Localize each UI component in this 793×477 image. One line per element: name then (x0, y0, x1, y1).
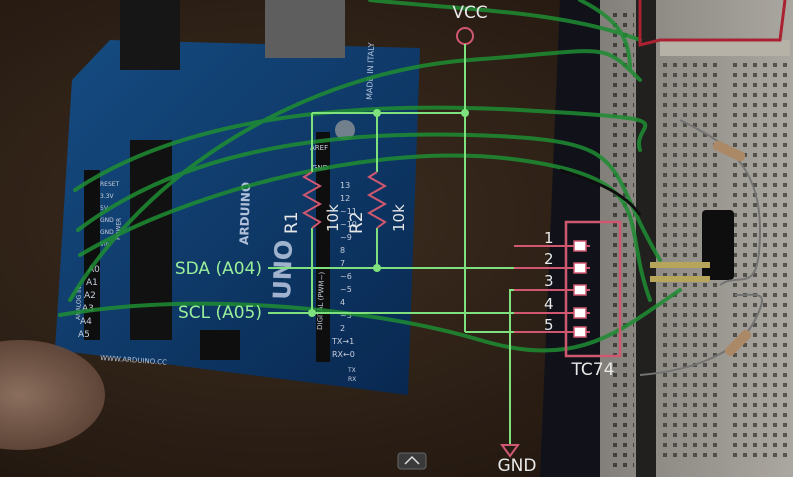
r1-name: R1 (282, 211, 302, 234)
pin-label-1: TX→1 (331, 337, 354, 346)
power-pin-3v3: 3.3V (100, 193, 115, 200)
video-expand-control[interactable] (397, 452, 427, 470)
vcc-label: VCC (452, 3, 487, 23)
breadboard (540, 0, 793, 477)
board-brand: ARDUINO (237, 182, 253, 245)
tx-led-label: TX (347, 367, 356, 374)
rx-led-label: RX (348, 376, 356, 383)
power-pin-reset: RESET (100, 181, 120, 188)
schematic-overlay: VCC R1 10k R2 10k SDA (A04) SCL (A0 (175, 3, 622, 476)
pin-3-pad (573, 284, 587, 296)
tc74-component (650, 210, 734, 282)
pin-label-2: 2 (340, 324, 345, 333)
power-pin-5v: 5V (100, 205, 109, 212)
pin-4-number: 4 (544, 295, 554, 313)
pin-1-pad (573, 240, 587, 252)
finger (0, 340, 105, 450)
r2-value: 10k (390, 204, 408, 232)
jumper-wire (73, 105, 648, 192)
power-pin-vin: Vin (100, 241, 110, 248)
usb-connector (265, 0, 345, 58)
scl-label: SCL (A05) (178, 303, 262, 323)
aref-label: AREF (310, 144, 328, 152)
analog-pin-a4: A4 (80, 317, 92, 327)
analog-pin-a2: A2 (84, 291, 96, 301)
pin-label-6: ~6 (340, 272, 352, 281)
pin-2-pad (573, 262, 587, 274)
analog-pin-a1: A1 (86, 278, 98, 288)
junction-dot (461, 109, 469, 117)
board-origin: MADE IN ITALY (365, 42, 376, 100)
pin-label-8: 8 (340, 246, 345, 255)
jumper-wire (78, 153, 652, 302)
jumper-wire (76, 132, 662, 262)
pin-label-10: ~10 (340, 220, 357, 229)
net-junctions (308, 109, 469, 317)
digital-header-label: DIGITAL (PWM~) (316, 271, 326, 330)
pin-label-4: 4 (340, 298, 345, 307)
junction-dot (373, 264, 381, 272)
pin-5-pad (573, 326, 587, 338)
power-pin-gnd-1: GND (100, 217, 114, 224)
board-model: UNO (268, 239, 298, 300)
analog-pin-a5: A5 (78, 330, 90, 340)
jumper-wire (58, 288, 682, 353)
pin-label-13: 13 (340, 181, 350, 190)
tc74-label: TC74 (571, 360, 615, 380)
resistor-r1-symbol (301, 171, 323, 229)
pin-label-3: ~3 (340, 311, 352, 320)
arduino-board: ARDUINO UNO MADE IN ITALY WWW.ARDUINO.CC… (55, 0, 420, 395)
dc-jack (120, 0, 180, 70)
pin-label-9: ~9 (340, 233, 352, 242)
pin-label-7: 7 (340, 259, 345, 268)
r1-value: 10k (324, 204, 342, 232)
gnd-label: GND (498, 456, 537, 476)
sda-label: SDA (A04) (175, 259, 262, 279)
icsp-header (200, 330, 240, 360)
pin-5-number: 5 (544, 316, 554, 334)
jumper-wire (578, 0, 632, 72)
analog-pin-a0: A0 (88, 265, 100, 275)
pin-label-11: ~11 (340, 207, 357, 216)
power-pin-gnd-2: GND (100, 229, 114, 236)
gnd-symbol (500, 444, 520, 458)
analog-header (84, 170, 100, 340)
pin-label-0: RX←0 (332, 350, 355, 359)
pin-4-pad (573, 307, 587, 319)
pin-1-number: 1 (544, 229, 554, 247)
black-wire (559, 168, 642, 216)
resistor-r2-symbol (366, 171, 388, 229)
power-header-label: POWER (115, 218, 123, 240)
junction-dot (373, 109, 381, 117)
pin-2-number: 2 (544, 250, 554, 268)
jumper-wire (68, 49, 642, 302)
red-wire (638, 0, 787, 47)
breadboard-resistor (639, 119, 764, 376)
chevron-up-icon (404, 455, 420, 465)
mounting-hole (335, 120, 355, 140)
jumper-wire (368, 0, 642, 42)
pin-label-5: ~5 (340, 285, 352, 294)
junction-dot (308, 309, 316, 317)
digital-header (316, 132, 330, 362)
tc74-pin-pads (573, 240, 587, 338)
r2-name: R2 (347, 211, 367, 234)
jumper-wires (58, 0, 682, 353)
analog-in-label: ANALOG IN (75, 286, 83, 320)
pin-3-number: 3 (544, 272, 554, 290)
pin-label-12: 12 (340, 194, 350, 203)
